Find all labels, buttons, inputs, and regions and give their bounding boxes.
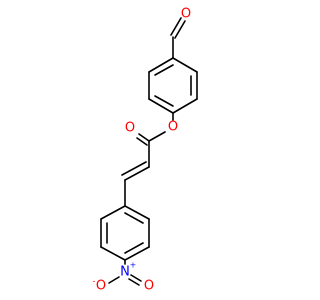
aldehyde-group xyxy=(170,17,186,59)
nitro-group xyxy=(108,259,142,286)
bond-alkene-1 xyxy=(124,166,150,181)
ester-linkage xyxy=(136,112,174,168)
ring1-inner-bond-3 xyxy=(154,64,174,76)
bond-nitro-n-o-left xyxy=(108,276,120,284)
alkene-linkage xyxy=(121,161,150,207)
bond-nitro-n-o-right-1 xyxy=(130,274,142,282)
aldehyde-oxygen-label: O xyxy=(181,7,191,22)
bond-nitro-n-o-right-2 xyxy=(128,278,140,286)
nitro-nitrogen-charge: + xyxy=(130,261,137,270)
atom-labels: O O O N + O O - xyxy=(93,7,192,294)
bond-cho-c-o-2 xyxy=(170,17,182,36)
bond-carbonyl-2 xyxy=(136,137,148,146)
bond-cho-c-o-1 xyxy=(174,20,186,39)
ring2-bond-6 xyxy=(100,205,126,220)
ring2-bond-4 xyxy=(100,246,126,261)
ring1-inner-bond-2 xyxy=(154,95,174,107)
molecule-canvas: O O O N + O O - xyxy=(93,7,198,294)
top-benzene-ring xyxy=(148,57,198,114)
bond-carbonyl-1 xyxy=(138,133,150,142)
ring1-bond-1 xyxy=(172,57,198,73)
structure-drawing: O O O N + O O - xyxy=(93,7,198,294)
bottom-benzene-ring xyxy=(100,205,150,261)
ring2-bond-3 xyxy=(124,246,150,261)
ring1-bond-6 xyxy=(148,57,174,73)
nitro-nitrogen-label: N xyxy=(120,265,130,280)
ring2-inner-bond-1 xyxy=(124,212,144,224)
ester-carbonyl-oxygen-label: O xyxy=(125,121,135,136)
ring1-bond-4 xyxy=(148,98,174,114)
nitro-oxygen-left-charge: - xyxy=(93,277,96,286)
ester-bridge-oxygen-label: O xyxy=(168,120,178,135)
ring2-inner-bond-2 xyxy=(124,242,144,254)
bond-alkene-2 xyxy=(121,161,147,176)
ring1-bond-3 xyxy=(172,98,198,114)
bond-ester-o-to-carbonyl-c xyxy=(148,131,166,142)
nitro-oxygen-right-label: O xyxy=(144,279,154,294)
ring2-bond-1 xyxy=(124,205,150,220)
nitro-oxygen-left-label: O xyxy=(96,279,106,294)
